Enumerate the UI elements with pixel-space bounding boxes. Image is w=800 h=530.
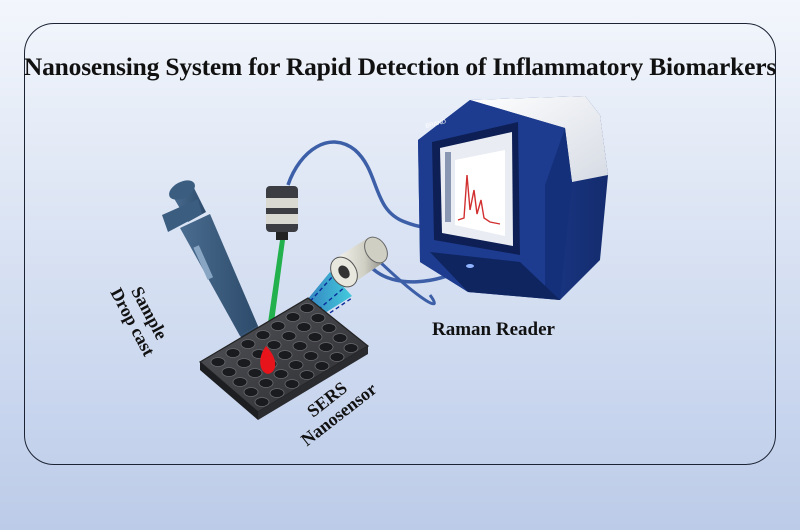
sample-droplet [260, 346, 276, 374]
raman-reader-label: Raman Reader [432, 319, 555, 340]
diagram-frame [24, 23, 776, 465]
fiber-cable-return [378, 260, 436, 306]
fiber-cable-laser [286, 140, 441, 230]
device-screen-sidebar [445, 152, 451, 222]
raman-reader-device: BRAND [418, 96, 608, 300]
svg-text:BRAND: BRAND [425, 119, 447, 130]
sers-nanosensor-plate [198, 297, 370, 420]
detector-optics [330, 236, 388, 288]
laser-head [266, 186, 298, 240]
diagram-title: Nanosensing System for Rapid Detection o… [23, 52, 777, 81]
spectrum-plot [457, 174, 501, 225]
power-led-icon [466, 264, 474, 268]
pipette-icon [162, 180, 266, 350]
